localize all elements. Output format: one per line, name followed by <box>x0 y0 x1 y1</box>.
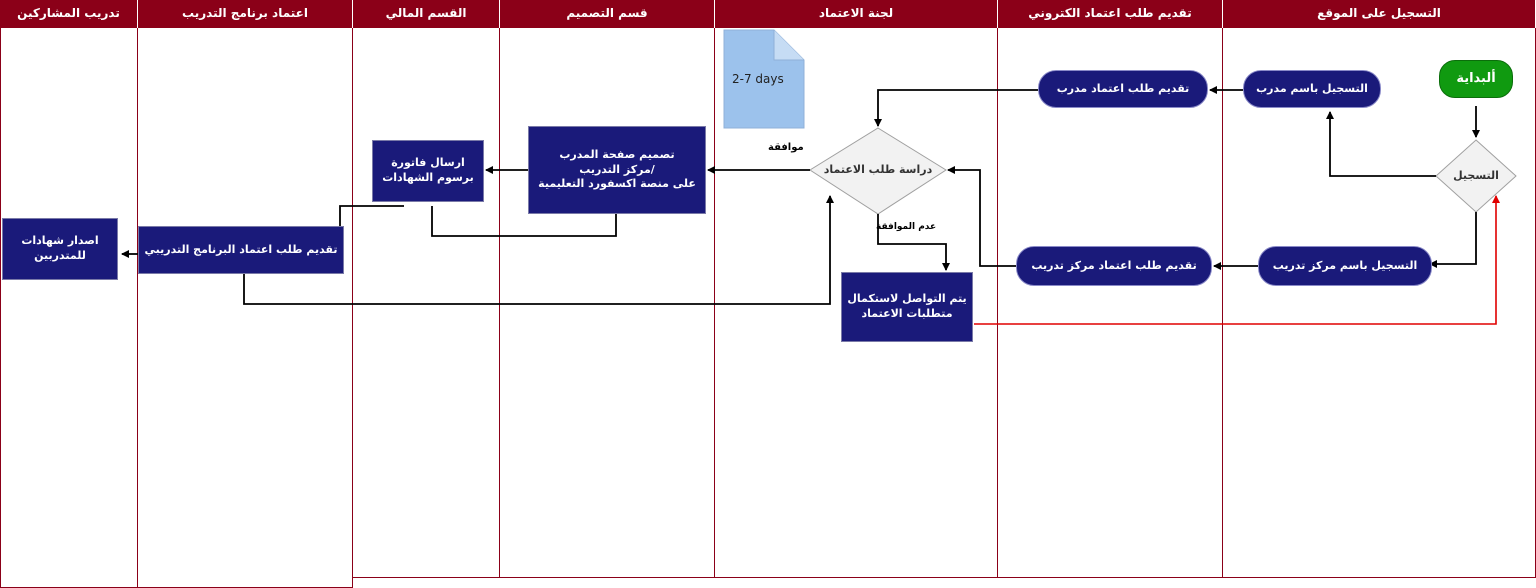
start-node: ألبداية <box>1439 60 1513 98</box>
contact-line: متطلبات الاعتماد <box>861 307 953 320</box>
invoice-line: ارسال فاتورة <box>391 156 465 170</box>
approve-edge-label: موافقة <box>768 142 804 153</box>
apply-trainer-node: تقديم طلب اعتماد مدرب <box>1038 70 1208 108</box>
edge-decision-to-trainer <box>1326 111 1436 177</box>
lane-header-design: قسم التصميم <box>500 0 715 28</box>
register-decision-label: التسجيل <box>1453 169 1499 182</box>
edge-center-apply-to-review <box>947 166 1018 267</box>
edge-program-to-review <box>243 195 834 305</box>
certificates-line: اصدار شهادات <box>21 234 99 248</box>
review-decision-label: دراسة طلب الاعتماد <box>823 163 933 176</box>
lanes-left-frame <box>0 0 353 588</box>
lane-header-register: التسجيل على الموقع <box>1223 0 1536 28</box>
reject-edge-label: عدم الموافقة <box>876 222 937 232</box>
certificates-node: اصدار شهادات للمتدربين <box>2 218 118 280</box>
edge-apply-to-review <box>874 89 1038 127</box>
design-line: /مركز التدريب <box>579 162 655 176</box>
invoice-line: برسوم الشهادات <box>382 171 474 184</box>
certificates-line: للمتدربين <box>34 249 86 262</box>
program-apply-node: تقديم طلب اعتماد البرنامج التدريبي <box>138 226 344 274</box>
duration-note: 2-7 days <box>732 72 784 86</box>
register-trainer-node: التسجيل باسم مدرب <box>1243 70 1381 108</box>
contact-line: يتم التواصل لاستكمال <box>847 292 967 306</box>
design-line: تصميم صفحة المدرب <box>559 147 675 161</box>
lane-header-committee: لجنة الاعتماد <box>715 0 998 28</box>
design-page-node: تصميم صفحة المدرب /مركز التدريب على منصة… <box>528 126 706 214</box>
lane-header-trainees: تدريب المشاركين <box>0 0 138 28</box>
document-fold <box>773 30 804 61</box>
register-center-node: التسجيل باسم مركز تدريب <box>1258 246 1432 286</box>
invoice-node: ارسال فاتورة برسوم الشهادات <box>372 140 484 202</box>
contact-node: يتم التواصل لاستكمال متطلبات الاعتماد <box>841 272 973 342</box>
edge-review-reject <box>877 214 950 271</box>
lane-header-finance: القسم المالي <box>353 0 500 28</box>
edge-decision-to-center <box>1429 212 1477 268</box>
edge-contact-to-decision <box>974 195 1500 325</box>
lane-header-program: اعتماد برنامج التدريب <box>138 0 353 28</box>
apply-center-node: تقديم طلب اعتماد مركز تدريب <box>1016 246 1212 286</box>
design-line: على منصة اكسفورد التعليمية <box>538 177 696 191</box>
lane-header-eapply: تقديم طلب اعتماد الكتروني <box>998 0 1223 28</box>
